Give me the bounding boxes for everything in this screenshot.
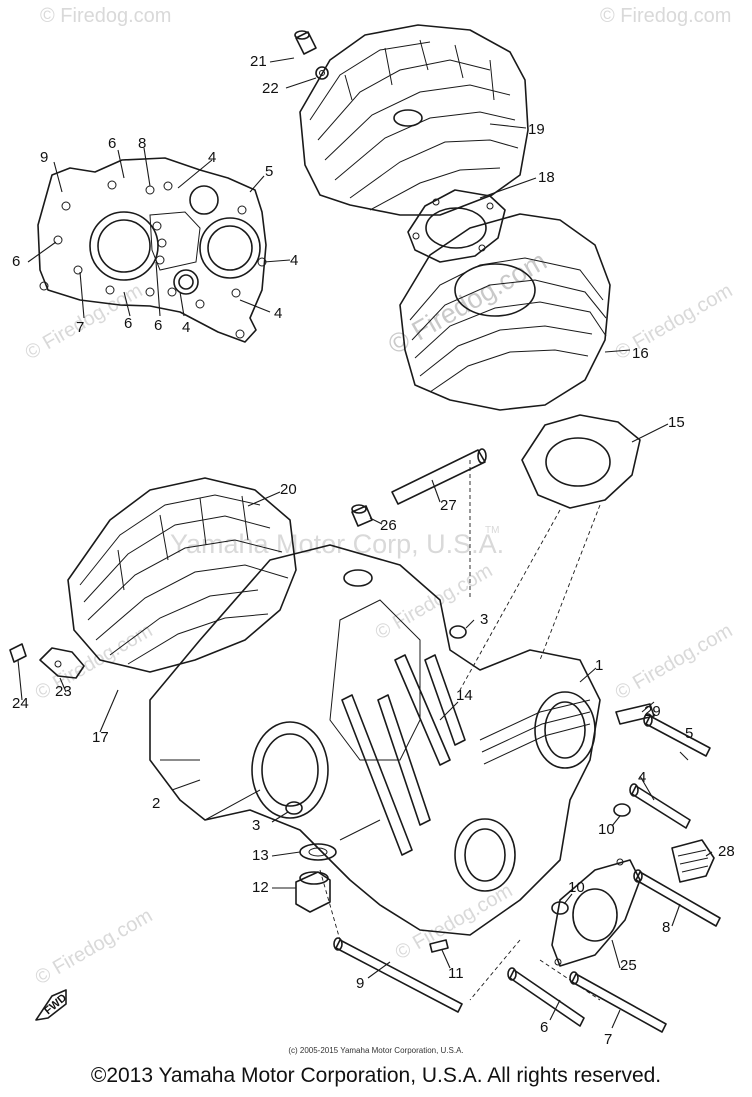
crankcase-assembly [149, 544, 601, 936]
callout-10: 10 [568, 879, 585, 896]
callout-26: 26 [380, 517, 397, 534]
tm-watermark-text: Yamaha Motor Corp, U.S.A. [170, 529, 504, 559]
callout-7: 7 [76, 319, 84, 336]
bracket [39, 647, 85, 679]
filter-element [671, 839, 715, 883]
callout-23: 23 [55, 683, 72, 700]
crankcase-gasket-view [37, 157, 267, 343]
bolt-9 [333, 937, 463, 1013]
callout-13: 13 [252, 847, 269, 864]
watermark-text-large: © Firedog.com [383, 245, 552, 360]
callout-27: 27 [440, 497, 457, 514]
callout-8: 8 [662, 919, 670, 936]
watermark-text: © Firedog.com [600, 5, 731, 27]
bolt-small [9, 643, 27, 663]
callout-24: 24 [12, 695, 29, 712]
callout-29: 29 [644, 703, 661, 720]
tm-mark: TM [485, 525, 499, 536]
head-gasket [407, 189, 506, 263]
forward-arrow-icon: FWD [35, 989, 69, 1021]
bolt-6 [507, 967, 585, 1027]
callout-4: 4 [182, 319, 190, 336]
dowel-upper [449, 625, 467, 639]
drain-plug [295, 871, 331, 913]
watermark-text: © Firedog.com [612, 620, 737, 705]
dowel-lower [285, 801, 303, 815]
callout-9: 9 [356, 975, 364, 992]
callout-6: 6 [12, 253, 20, 270]
callout-5: 5 [265, 163, 273, 180]
callout-4: 4 [274, 305, 282, 322]
callout-17: 17 [92, 729, 109, 746]
callout-labels: 1 2 3 3 4 4 4 4 4 5 5 6 6 6 6 6 7 7 8 8 … [12, 53, 735, 1048]
watermark-layer: © Firedog.com © Firedog.com © Firedog.co… [22, 5, 737, 989]
callout-22: 22 [262, 80, 279, 97]
callout-18: 18 [538, 169, 555, 186]
callout-3: 3 [480, 611, 488, 628]
bearing-plate [551, 858, 641, 967]
callout-6: 6 [154, 317, 162, 334]
callout-14: 14 [456, 687, 473, 704]
copyright-footer: ©2013 Yamaha Motor Corporation, U.S.A. A… [90, 1064, 662, 1087]
watermark-text: © Firedog.com [32, 620, 157, 705]
callout-16: 16 [632, 345, 649, 362]
bolt-7 [569, 971, 667, 1033]
watermark-text: © Firedog.com [372, 560, 497, 645]
cylinder-right [399, 213, 611, 411]
callout-21: 21 [250, 53, 267, 70]
small-copyright-notice: (c) 2005-2015 Yamaha Motor Corporation, … [288, 1046, 464, 1055]
callout-10: 10 [598, 821, 615, 838]
callout-8: 8 [138, 135, 146, 152]
callout-4: 4 [290, 252, 298, 269]
bolt-5 [643, 713, 711, 757]
spark-plug-cap [294, 30, 329, 80]
alignment-lines [319, 460, 601, 1001]
callout-4: 4 [638, 769, 646, 786]
dowel-pin-short [351, 504, 373, 527]
callout-9: 9 [40, 149, 48, 166]
clip-29 [615, 703, 655, 725]
dowel-pin-long [391, 448, 487, 505]
oil-seal [299, 843, 337, 861]
callout-20: 20 [280, 481, 297, 498]
callout-12: 12 [252, 879, 269, 896]
callout-15: 15 [668, 414, 685, 431]
cylinder-head-top [299, 24, 529, 216]
callout-1: 1 [595, 657, 603, 674]
callout-7: 7 [604, 1031, 612, 1048]
watermark-text: © Firedog.com [32, 905, 157, 990]
leader-lines [17, 57, 713, 1029]
callout-11: 11 [448, 965, 464, 982]
callout-25: 25 [620, 957, 637, 974]
bolt-4 [629, 783, 691, 829]
watermark-text: © Firedog.com [612, 280, 737, 365]
callout-5: 5 [685, 725, 693, 742]
callout-28: 28 [718, 843, 735, 860]
dowel-10-upper [613, 803, 631, 817]
callout-6: 6 [108, 135, 116, 152]
watermark-text: © Firedog.com [40, 5, 171, 27]
callout-2: 2 [152, 795, 160, 812]
base-gasket [521, 414, 641, 509]
bolt-8 [633, 869, 721, 927]
pin-11 [429, 939, 449, 953]
callout-4: 4 [208, 149, 216, 166]
watermark-text: © Firedog.com [392, 880, 517, 965]
callout-3: 3 [252, 817, 260, 834]
callout-19: 19 [528, 121, 545, 138]
callout-6: 6 [540, 1019, 548, 1036]
cylinder-head-left [67, 477, 297, 673]
callout-6: 6 [124, 315, 132, 332]
